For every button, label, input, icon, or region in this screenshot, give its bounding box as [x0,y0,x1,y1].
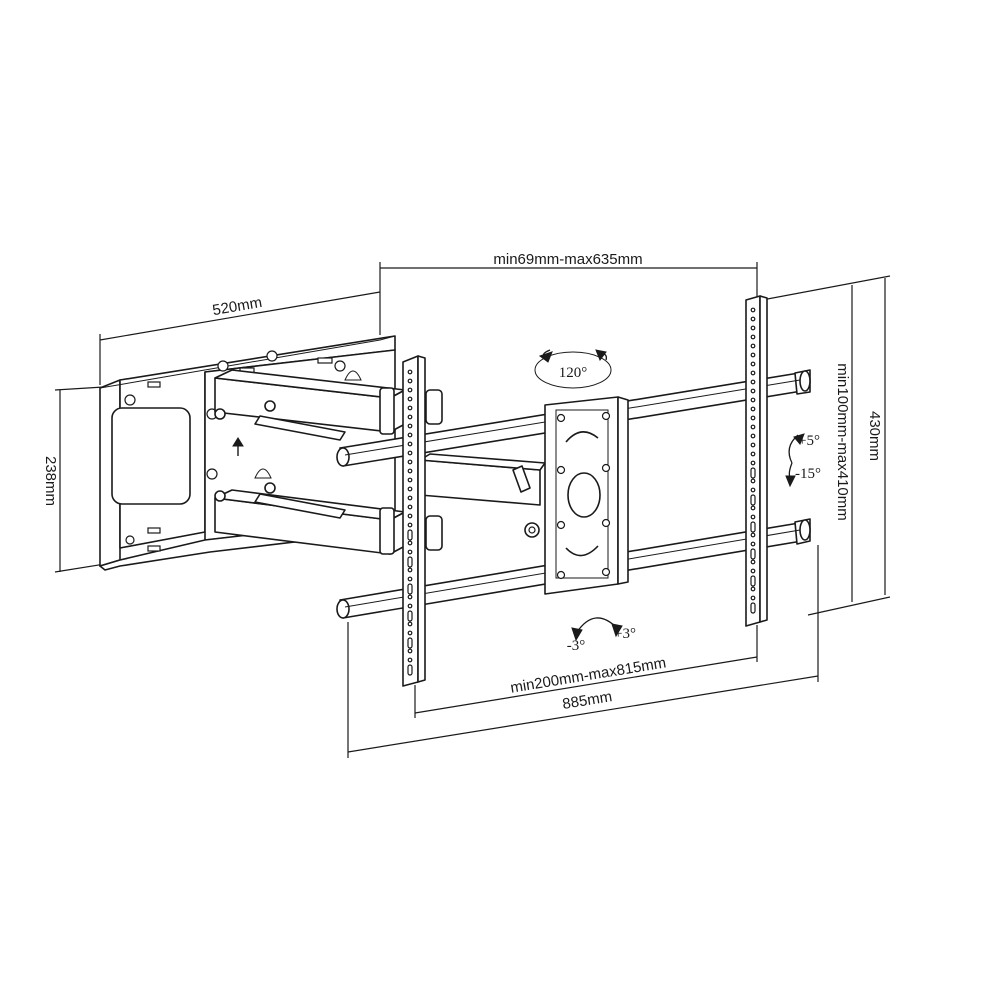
bracket-hole [407,657,413,663]
bracket-hole [750,548,756,560]
swivel-indicator [534,349,612,389]
bracket-hole [750,505,756,511]
bracket-hole [407,468,413,474]
tilt-down-label: -15° [795,466,821,482]
bracket-hole [407,396,413,402]
bracket-hole [750,494,756,506]
level-indicator [571,617,623,642]
bracket-hole [750,451,756,457]
wall-plate-depth-label: 520mm [211,294,263,319]
center-head-plate [544,396,629,595]
bracket-hole [750,467,756,479]
bracket-hole [407,495,413,501]
bracket-hole [750,325,756,331]
bracket-hole [407,369,413,375]
bracket-hole [750,307,756,313]
bracket-hole [407,583,413,595]
arm-extension-label: min69mm-max635mm [493,251,642,268]
bracket-hole [750,370,756,376]
bracket-hole [407,486,413,492]
bracket-hole [407,610,413,622]
bracket-hole [407,459,413,465]
bracket-hole [407,441,413,447]
swivel-angle-label: 120° [559,365,588,381]
bracket-hole [750,602,756,614]
bracket-hole [407,387,413,393]
vertical-vesa-label: min100mm-max410mm [834,363,851,521]
bracket-hole [750,433,756,439]
bracket-hole [750,361,756,367]
bracket-hole [407,522,413,528]
bracket-hole [750,406,756,412]
bracket-hole [407,576,413,582]
tilt-indicator [785,433,805,488]
bracket-hole [407,477,413,483]
level-right-label: +3° [614,626,636,642]
bracket-hole [407,621,413,627]
bracket-hole [750,397,756,403]
bracket-hole [750,388,756,394]
bracket-hole [407,504,413,510]
bracket-hole [750,532,756,538]
bracket-hole [750,424,756,430]
bracket-hole [407,603,413,609]
bracket-hole [750,541,756,547]
bracket-hole [750,460,756,466]
bracket-hole [750,487,756,493]
bracket-hole [407,529,413,541]
overall-width-label: 885mm [561,688,613,713]
bracket-hole [750,316,756,322]
articulating-arms [214,369,546,555]
left-vertical-bracket [402,355,426,687]
wall-plate-height-label: 238mm [42,456,59,506]
bracket-hole [407,594,413,600]
bracket-hole [407,648,413,654]
bracket-hole [750,352,756,358]
bracket-hole [407,450,413,456]
bracket-hole [407,637,413,649]
bracket-hole [750,379,756,385]
bracket-hole [407,630,413,636]
bracket-hole [407,549,413,555]
bracket-hole [750,568,756,574]
bracket-hole [750,586,756,592]
bracket-hole [750,343,756,349]
bracket-hole [407,540,413,546]
tilt-up-label: +5° [798,433,820,449]
overall-height-label: 430mm [866,411,883,461]
bracket-hole [750,521,756,533]
bracket-hole [750,334,756,340]
bracket-hole [750,595,756,601]
bracket-hole [407,405,413,411]
bracket-hole [750,559,756,565]
bracket-hole [407,378,413,384]
bracket-hole [407,567,413,573]
dimension-lines [54,262,891,758]
bracket-hole [750,514,756,520]
bracket-hole [750,415,756,421]
bracket-hole [407,423,413,429]
bracket-hole [750,575,756,587]
bracket-hole [750,442,756,448]
bracket-hole [407,556,413,568]
bracket-hole [407,414,413,420]
bracket-hole [407,664,413,676]
bracket-hole [407,432,413,438]
level-left-label: -3° [567,638,586,654]
right-vertical-bracket [745,295,768,627]
bracket-hole [407,513,413,519]
bracket-hole [750,478,756,484]
